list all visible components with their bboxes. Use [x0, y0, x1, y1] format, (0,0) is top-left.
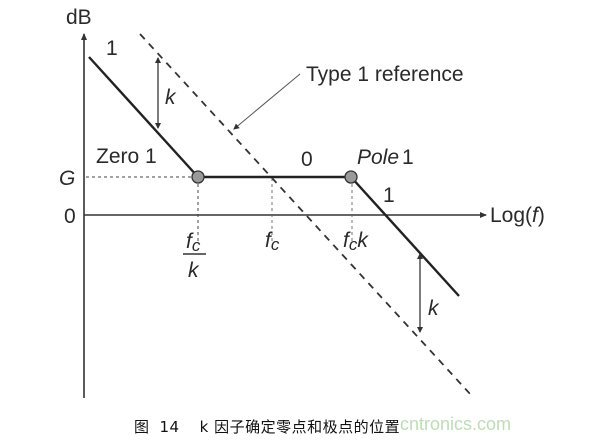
upper-k-label: k: [165, 86, 177, 109]
pole-marker: [344, 170, 358, 184]
tick-fc-over-k: fc k: [183, 230, 206, 282]
tick-fck: fck: [343, 229, 369, 254]
zero-label: Zero 1: [96, 145, 157, 168]
origin-label: 0: [64, 205, 76, 228]
x-axis-label: Log(f): [490, 204, 545, 227]
svg-text:fc: fc: [186, 230, 201, 255]
tick-fc: fc: [265, 229, 280, 254]
right-slope-label: 1: [383, 184, 395, 207]
svg-text:k: k: [188, 259, 200, 282]
type1-reference-line: [139, 33, 472, 396]
reference-label: Type 1 reference: [306, 63, 464, 86]
flat-slope-label: 0: [301, 148, 313, 171]
watermark: cntronics.com: [400, 414, 512, 434]
y-axis-label: dB: [66, 6, 92, 29]
response-curve: [88, 56, 460, 297]
lower-k-label: k: [428, 297, 440, 320]
gain-label: G: [59, 167, 75, 190]
zero-marker: [191, 170, 205, 184]
left-slope-label: 1: [106, 37, 118, 60]
reference-leader-line: [233, 73, 301, 130]
